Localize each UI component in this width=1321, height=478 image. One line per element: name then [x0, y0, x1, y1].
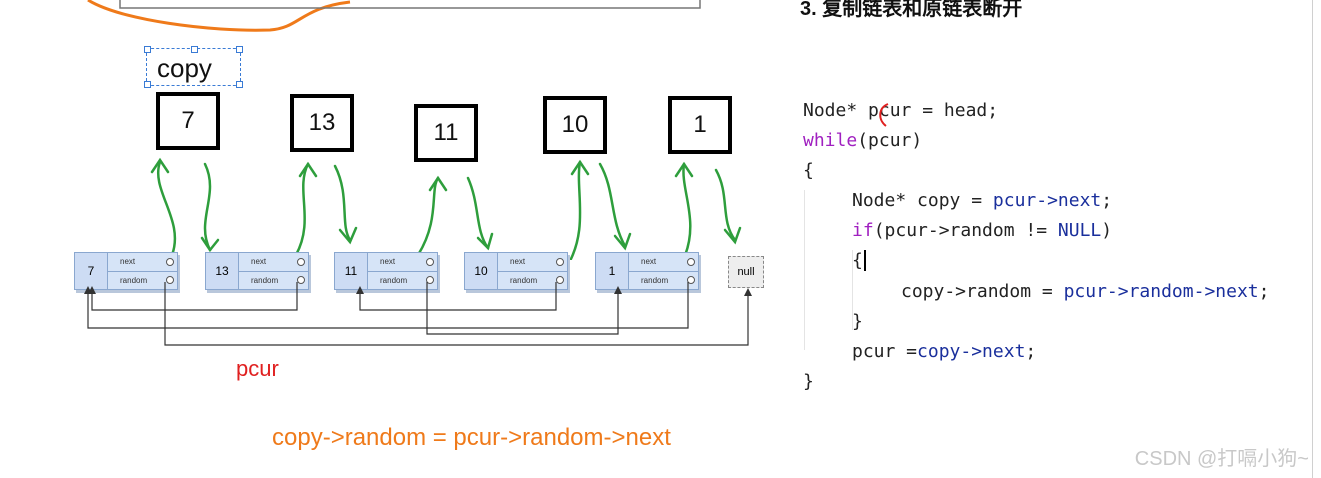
- code-line-8: }: [852, 311, 863, 332]
- top-scribble: [87, 0, 701, 32]
- panel-edge: [1312, 0, 1313, 478]
- code-line-9: pcur =copy->next;: [852, 341, 1037, 362]
- copy-node-box: 11: [414, 104, 478, 162]
- copy-label[interactable]: copy: [144, 46, 243, 88]
- copy-node-box: 10: [543, 96, 607, 154]
- code-guide-line: [852, 250, 853, 330]
- red-annotation: [879, 103, 889, 127]
- code-line-6: {: [852, 250, 877, 271]
- section-title: 3. 复制链表和原链表断开: [800, 0, 1023, 20]
- copy-node-box: 7: [156, 92, 220, 150]
- pcur-label: pcur: [236, 356, 279, 381]
- code-guide-line: [804, 190, 805, 350]
- random-pointer-lines: [84, 282, 752, 346]
- copy-node-box: 1: [668, 96, 732, 154]
- code-line-1: Node* pcur = head;: [803, 100, 999, 121]
- code-line-2: while(pcur): [803, 130, 923, 151]
- code-line-5: if(pcur->random != NULL): [852, 220, 1113, 241]
- code-line-10: }: [803, 371, 814, 392]
- code-line-4: Node* copy = pcur->next;: [852, 190, 1113, 211]
- formula-text: copy->random = pcur->random->next: [272, 424, 671, 451]
- copy-node-box: 13: [290, 94, 354, 152]
- code-line-3: {: [803, 160, 814, 181]
- code-line-7: copy->random = pcur->random->next;: [901, 281, 1270, 302]
- green-arrows: [150, 157, 742, 260]
- watermark: CSDN @打嗝小狗~: [1134, 448, 1309, 470]
- null-node: null: [728, 256, 764, 288]
